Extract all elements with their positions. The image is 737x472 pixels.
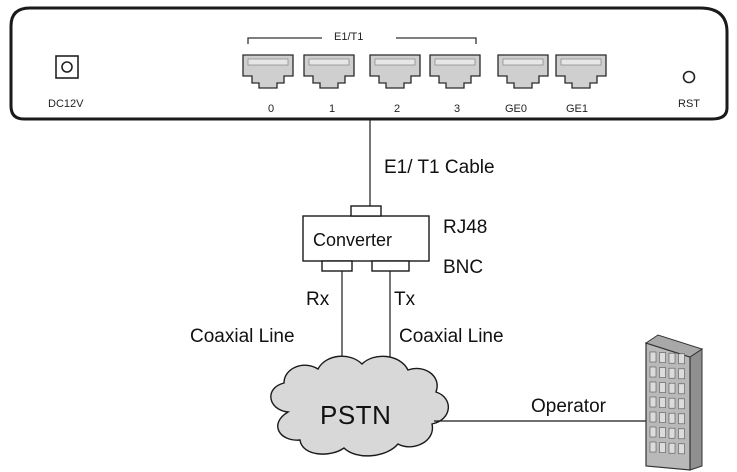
cloud-icon — [270, 355, 449, 457]
device-chassis — [9, 6, 729, 121]
building-window — [678, 383, 685, 395]
coax-right-label: Coaxial Line — [399, 326, 504, 347]
port-contacts — [502, 58, 544, 66]
building-window — [659, 412, 666, 423]
port-label: 2 — [394, 103, 401, 115]
building-window — [659, 382, 666, 393]
building-window — [649, 381, 657, 393]
building-window — [668, 352, 676, 364]
port-contacts — [560, 58, 602, 66]
rx-label: Rx — [306, 289, 330, 310]
operator-label: Operator — [531, 396, 606, 417]
reset-button-icon — [682, 70, 696, 84]
building-windows — [649, 351, 685, 455]
building-window — [659, 442, 666, 453]
converter-label: Converter — [313, 230, 393, 250]
building-window — [678, 368, 685, 380]
port-label: GE0 — [505, 103, 528, 115]
bnc-tx-connector — [371, 260, 410, 272]
building-window — [659, 427, 666, 438]
building-window — [649, 351, 657, 363]
reset-label: RST — [678, 98, 700, 110]
power-jack-icon — [55, 55, 79, 79]
building-window — [668, 427, 676, 439]
building-window — [678, 398, 685, 410]
building-icon — [644, 334, 704, 471]
building-window — [649, 411, 657, 423]
tx-label: Tx — [394, 289, 416, 310]
building-window — [659, 367, 666, 378]
building-window — [668, 382, 676, 394]
rj48-connector — [350, 205, 382, 217]
pstn-label: PSTN — [320, 400, 392, 430]
building-window — [659, 352, 666, 363]
port-label: 3 — [454, 103, 461, 115]
bnc-rx-connector — [321, 260, 353, 272]
building-window — [678, 413, 685, 425]
port-contacts — [308, 58, 350, 66]
coax-left-label: Coaxial Line — [190, 326, 295, 347]
port-contacts — [374, 58, 416, 66]
building-window — [649, 366, 657, 378]
building-window — [668, 442, 676, 454]
building-window — [678, 443, 685, 455]
bnc-label: BNC — [443, 257, 484, 278]
building-window — [649, 426, 657, 438]
port-contacts — [247, 58, 289, 66]
port-label: 0 — [268, 103, 275, 115]
building-window — [668, 397, 676, 409]
e1t1-group-bracket — [247, 37, 477, 44]
port-label: 1 — [329, 103, 336, 115]
building-window — [649, 396, 657, 408]
building-window — [668, 412, 676, 424]
ports-layer — [242, 54, 607, 89]
power-label: DC12V — [48, 98, 84, 110]
building-window — [659, 397, 666, 408]
cable-label: E1/ T1 Cable — [384, 157, 495, 178]
building-window — [649, 441, 657, 453]
e1t1-group-label: E1/T1 — [334, 31, 364, 43]
building-window — [678, 353, 685, 365]
port-label: GE1 — [566, 103, 589, 115]
port-contacts — [434, 58, 476, 66]
building-window — [668, 367, 676, 379]
rj48-label: RJ48 — [443, 217, 488, 238]
building-window — [678, 428, 685, 440]
